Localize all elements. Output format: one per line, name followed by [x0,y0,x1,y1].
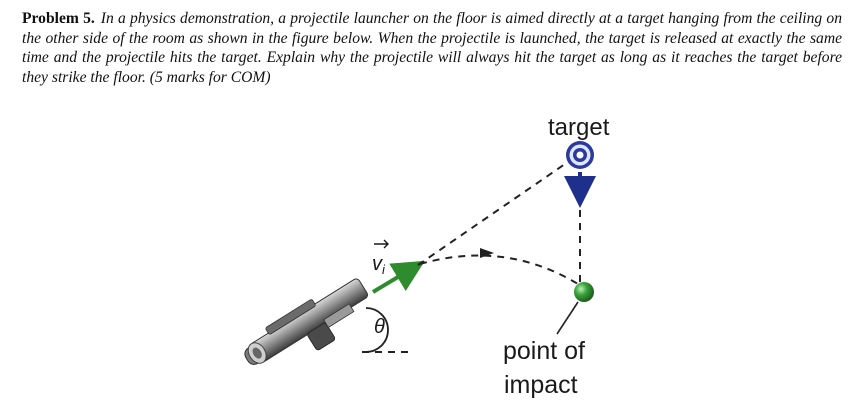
problem-body: In a physics demonstration, a projectile… [22,10,842,86]
trajectory-curve [419,254,579,285]
target-icon [566,141,594,169]
impact-label-line1: point of [503,337,585,365]
angle-label: θ [374,316,385,338]
line-of-sight [417,163,566,266]
velocity-arrow [371,260,425,294]
velocity-symbol: v [372,253,383,275]
problem-heading: Problem 5. [22,10,95,27]
impact-ball-icon [574,282,594,302]
vector-arrow-icon [374,239,389,249]
problem-statement: Problem 5.In a physics demonstration, a … [22,9,842,87]
trajectory-arrow-icon [480,248,494,258]
angle-arc [365,307,389,353]
velocity-subscript: i [382,262,386,277]
impact-label-line2: impact [504,371,578,399]
velocity-label: vi [372,253,386,277]
impact-pointer [556,301,579,335]
launcher-icon [244,278,369,365]
target-label: target [548,114,610,141]
